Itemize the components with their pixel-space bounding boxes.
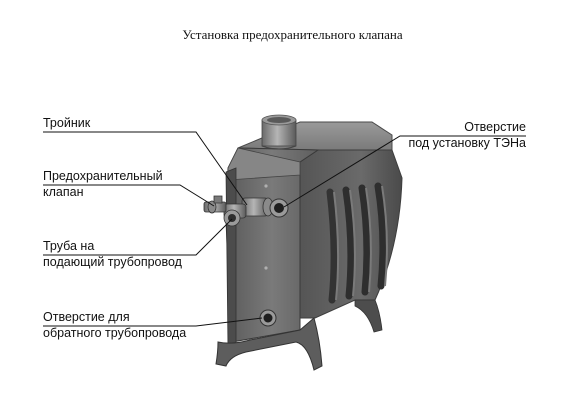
return-opening: [259, 309, 277, 327]
heater-opening: [269, 198, 289, 218]
stove-rear-leg: [354, 299, 383, 333]
stove-rivets: [264, 184, 268, 270]
leader-supply-pipe: [43, 218, 233, 256]
stove-front-leg: [215, 317, 323, 371]
leader-return-hole: [43, 317, 263, 327]
safety-valve: [203, 195, 227, 214]
tee-fitting: [223, 197, 274, 227]
label-safety-valve-line2: клапан: [43, 185, 84, 199]
label-safety-valve: Предохранительный клапан: [43, 168, 163, 200]
label-return-hole-line2: обратного трубопровода: [43, 326, 187, 340]
label-heater-hole: Отверстие под установку ТЭНа: [390, 119, 526, 151]
label-supply-pipe: Труба на подающий трубопровод: [43, 238, 182, 270]
stove-side-fins: [326, 182, 387, 304]
leader-safety-valve: [43, 184, 215, 207]
leader-tee: [43, 131, 248, 206]
label-heater-hole-line1: Отверстие: [464, 120, 526, 134]
leader-lines: [43, 131, 526, 327]
stove-top-panel: [237, 121, 393, 151]
leader-heater-hole: [283, 135, 526, 208]
label-safety-valve-line1: Предохранительный: [43, 169, 163, 183]
chimney-pipe: [261, 114, 297, 150]
label-supply-pipe-line2: подающий трубопровод: [43, 255, 182, 269]
label-tee: Тройник: [43, 115, 90, 131]
diagram-title: Установка предохранительного клапана: [182, 27, 403, 42]
label-return-hole-line1: Отверстие для: [43, 310, 130, 324]
label-supply-pipe-line1: Труба на: [43, 239, 95, 253]
label-heater-hole-line2: под установку ТЭНа: [408, 136, 526, 150]
label-return-hole: Отверстие для обратного трубопровода: [43, 309, 186, 341]
label-tee-text: Тройник: [43, 116, 91, 130]
